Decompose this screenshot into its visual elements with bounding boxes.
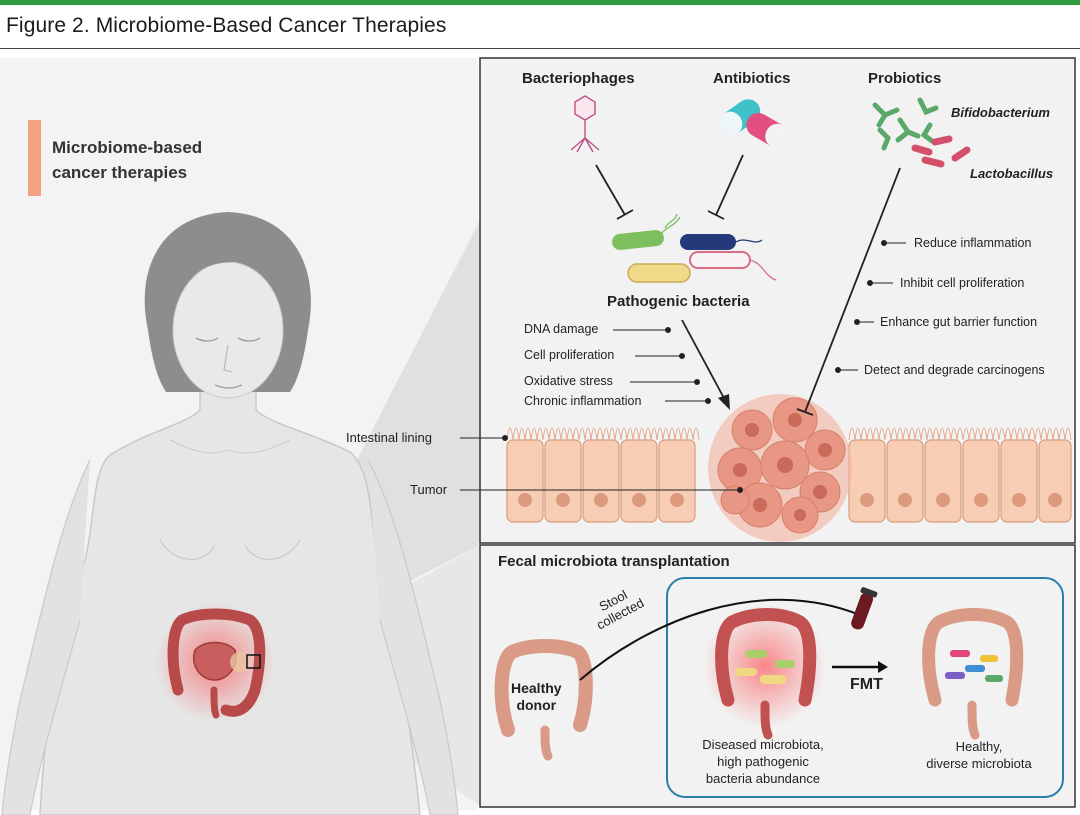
probiotic-effect-leaders — [835, 240, 906, 373]
diseased-microbiota-label: Diseased microbiota, high pathogenic bac… — [702, 737, 824, 786]
pathogen-effect-leaders — [613, 327, 711, 404]
top-accent-bar — [0, 0, 1080, 5]
inhibition-lines — [595, 154, 901, 416]
effect-inhibit-proliferation: Inhibit cell proliferation — [900, 276, 1025, 290]
effect-dna-damage: DNA damage — [524, 322, 599, 336]
title-rule — [0, 48, 1080, 49]
pathogen-arrow — [681, 319, 730, 410]
bacteriophage-icon — [570, 95, 600, 153]
bacteriophages-label: Bacteriophages — [522, 70, 635, 87]
healthy-colon — [922, 608, 1024, 740]
fmt-panel-title: Fecal microbiota transplantation — [498, 553, 730, 570]
panel-heading: Microbiome-based cancer therapies — [52, 138, 203, 182]
figure-title: Figure 2. Microbiome-Based Cancer Therap… — [6, 14, 447, 37]
effect-degrade-carcinogens: Detect and degrade carcinogens — [864, 363, 1045, 377]
donor-colon — [494, 639, 593, 761]
effect-gut-barrier: Enhance gut barrier function — [880, 315, 1038, 329]
lactobacillus-label: Lactobacillus — [970, 166, 1054, 181]
effect-reduce-inflammation: Reduce inflammation — [914, 236, 1032, 250]
fmt-frame — [666, 577, 1064, 798]
antibiotics-label: Antibiotics — [713, 70, 791, 87]
probiotic-bacteria-icon — [872, 97, 971, 168]
fmt-label: FMT — [850, 676, 883, 693]
effect-cell-proliferation: Cell proliferation — [524, 348, 615, 362]
zoom-marker — [246, 654, 261, 669]
diseased-colon — [703, 604, 827, 740]
heading-accent — [28, 120, 41, 196]
probiotics-label: Probiotics — [868, 70, 942, 87]
tumor-mass — [708, 394, 852, 542]
bifidobacterium-label: Bifidobacterium — [951, 105, 1050, 120]
antibiotic-capsule-icon — [719, 99, 788, 148]
stool-sample-tube — [851, 587, 878, 630]
healthy-donor-label: Healthy donor — [511, 680, 562, 713]
intestinal-lining-label: Intestinal lining — [346, 430, 432, 445]
effect-chronic-inflammation: Chronic inflammation — [524, 394, 642, 408]
intestinal-cells — [506, 427, 1072, 523]
tumor-label: Tumor — [410, 482, 448, 497]
healthy-microbiota-label: Healthy, diverse microbiota — [926, 739, 1032, 771]
body-colon — [155, 602, 275, 722]
pathogenic-bacteria-icon — [612, 213, 777, 283]
effect-oxidative-stress: Oxidative stress — [524, 374, 613, 388]
pathogenic-bacteria-label: Pathogenic bacteria — [607, 293, 750, 310]
fmt-arrow — [832, 661, 888, 673]
woman-figure — [1, 212, 459, 815]
